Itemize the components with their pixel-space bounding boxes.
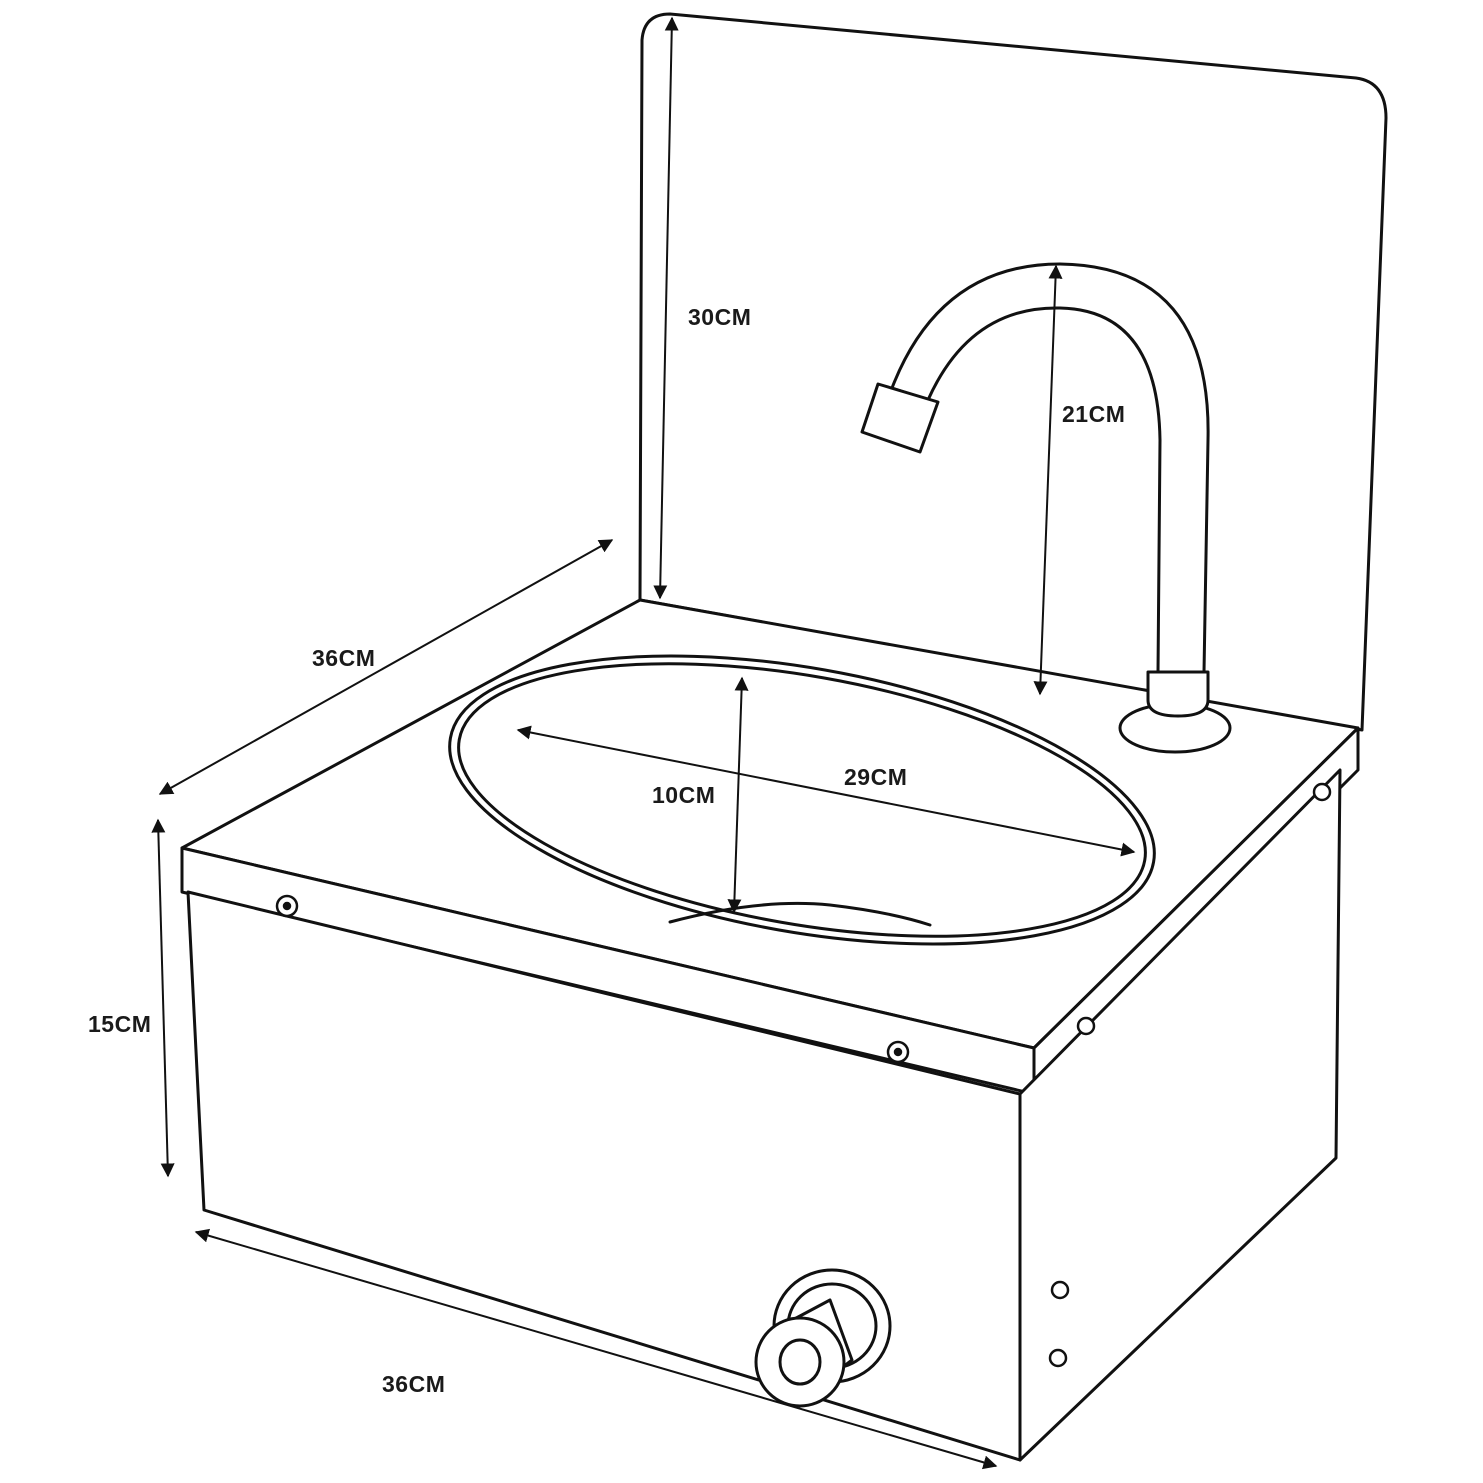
dimension-lines: [151, 16, 1136, 1470]
dim-line-bowl-depth: [727, 676, 749, 914]
faucet-base-collar: [1146, 670, 1210, 718]
dim-line-body-height: [151, 818, 175, 1178]
dim-line-bowl-diameter: [516, 725, 1136, 857]
label-body-height: 15CM: [88, 1011, 151, 1037]
dim-line-depth: [158, 539, 614, 795]
screw-rim-side-2: [1312, 782, 1332, 802]
label-width: 36CM: [382, 1371, 445, 1397]
push-valve-center: [778, 1338, 822, 1386]
dim-line-width: [194, 1228, 998, 1470]
faucet-gooseneck: [890, 262, 1210, 674]
label-faucet-height: 21CM: [1062, 401, 1125, 427]
screw-front-right-center: [893, 1047, 903, 1057]
screw-body-side-1: [1050, 1280, 1070, 1300]
right-body-panel: [1018, 768, 1342, 1462]
sink-illustration: [180, 12, 1388, 1462]
screw-body-side-2: [1048, 1348, 1068, 1368]
faucet-nozzle: [860, 382, 940, 454]
dim-line-faucet: [1033, 264, 1063, 696]
screw-front-left-center: [282, 901, 292, 911]
dimension-labels: 30CM 21CM 36CM 29CM 10CM 15CM 36CM: [88, 304, 1125, 1397]
bowl-drain-curve: [668, 901, 932, 927]
dim-line-backsplash: [653, 16, 679, 600]
label-bowl-diameter: 29CM: [844, 764, 907, 790]
screw-rim-side-1: [1076, 1016, 1096, 1036]
label-bowl-depth: 10CM: [652, 782, 715, 808]
screws: [275, 782, 1332, 1368]
label-backsplash-height: 30CM: [688, 304, 751, 330]
label-depth: 36CM: [312, 645, 375, 671]
